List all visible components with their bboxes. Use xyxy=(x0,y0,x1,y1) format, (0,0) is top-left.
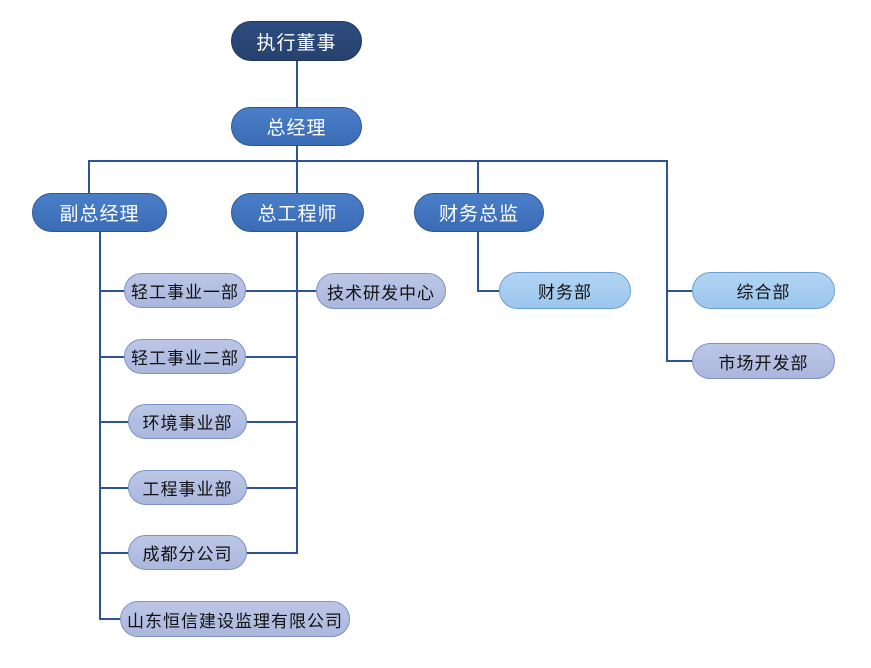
connector-gm-drop xyxy=(296,145,298,162)
node-label-light-industry-div-2: 轻工事业二部 xyxy=(131,349,239,368)
connector-stub-chengdu xyxy=(99,552,131,554)
node-label-financial-director: 财务总监 xyxy=(438,204,519,225)
node-label-environment-div: 环境事业部 xyxy=(142,414,233,433)
connector-stub-light-industry-1-right xyxy=(244,290,298,292)
connector-exec-to-gm xyxy=(296,60,298,108)
connector-financial-director-spine xyxy=(477,232,479,292)
node-label-general-manager: 总经理 xyxy=(266,118,327,139)
connector-stub-shandong-hengxin xyxy=(99,618,127,620)
connector-stub-engineering xyxy=(99,487,131,489)
connector-bus-to-financial-director xyxy=(477,160,479,194)
connector-stub-light-industry-1 xyxy=(99,290,131,292)
connector-bus-to-deputy-gm xyxy=(88,160,90,194)
node-deputy-general-manager[interactable]: 副总经理 xyxy=(32,193,167,232)
node-label-deputy-general-manager: 副总经理 xyxy=(59,204,140,225)
connector-stub-market-development xyxy=(666,360,699,362)
node-general-manager[interactable]: 总经理 xyxy=(231,107,362,146)
node-financial-director[interactable]: 财务总监 xyxy=(414,193,544,232)
node-finance-dept[interactable]: 财务部 xyxy=(499,272,631,309)
node-label-chief-engineer: 总工程师 xyxy=(257,204,338,225)
node-label-executive-director: 执行董事 xyxy=(256,32,337,54)
node-label-engineering-div: 工程事业部 xyxy=(142,480,233,499)
connector-stub-general-affairs xyxy=(666,290,699,292)
node-chengdu-branch[interactable]: 成都分公司 xyxy=(128,535,247,570)
node-executive-director[interactable]: 执行董事 xyxy=(231,21,362,61)
node-light-industry-div-2[interactable]: 轻工事业二部 xyxy=(124,339,246,374)
connector-stub-light-industry-2-right xyxy=(244,356,298,358)
node-light-industry-div-1[interactable]: 轻工事业一部 xyxy=(124,273,246,308)
connector-bus-to-right-branch xyxy=(666,160,668,361)
connector-stub-environment-right xyxy=(246,421,298,423)
node-environment-div[interactable]: 环境事业部 xyxy=(128,404,247,439)
node-label-general-affairs-dept: 综合部 xyxy=(736,283,791,302)
node-label-shandong-hengxin: 山东恒信建设监理有限公司 xyxy=(127,611,343,631)
node-chief-engineer[interactable]: 总工程师 xyxy=(231,193,364,232)
connector-stub-chengdu-right xyxy=(246,552,298,554)
node-label-light-industry-div-1: 轻工事业一部 xyxy=(131,283,239,302)
node-label-finance-dept: 财务部 xyxy=(538,283,592,302)
node-label-market-development-dept: 市场开发部 xyxy=(718,353,809,373)
node-tech-rd-center[interactable]: 技术研发中心 xyxy=(316,273,446,309)
connector-stub-tech-rd-center xyxy=(296,290,324,292)
connector-bus-to-chief-engineer xyxy=(296,160,298,194)
node-label-tech-rd-center: 技术研发中心 xyxy=(327,283,435,303)
node-label-chengdu-branch: 成都分公司 xyxy=(142,545,233,564)
connector-stub-finance-dept xyxy=(477,290,508,292)
connector-stub-engineering-right xyxy=(246,487,298,489)
node-shandong-hengxin[interactable]: 山东恒信建设监理有限公司 xyxy=(120,601,350,637)
node-engineering-div[interactable]: 工程事业部 xyxy=(128,470,247,505)
connector-stub-light-industry-2 xyxy=(99,356,131,358)
connector-main-bus xyxy=(88,160,668,162)
connector-chief-engineer-spine xyxy=(296,232,298,554)
node-market-development-dept[interactable]: 市场开发部 xyxy=(692,343,835,379)
connector-stub-environment xyxy=(99,421,131,423)
connector-deputy-gm-spine xyxy=(99,232,101,620)
node-general-affairs-dept[interactable]: 综合部 xyxy=(692,272,835,309)
